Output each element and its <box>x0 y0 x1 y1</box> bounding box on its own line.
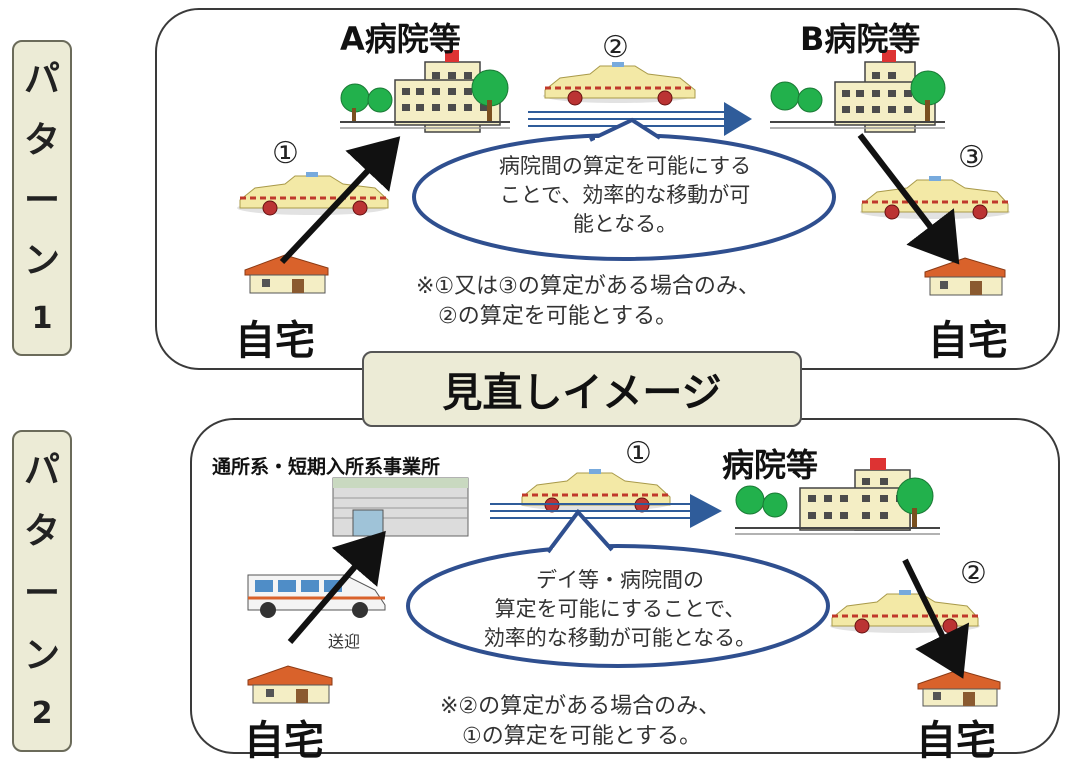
step-number: ① <box>625 436 652 471</box>
pattern2-tab-char: タ <box>23 511 60 553</box>
bubble-line: 病院間の算定を可能にする <box>498 154 752 178</box>
bubble-line: 効率的な移動が可能となる。 <box>483 626 757 650</box>
step-number: ① <box>272 136 299 171</box>
pattern2-tab-char: 2 <box>31 696 53 732</box>
hospital-b-label: B病院等 <box>800 20 921 58</box>
bubble-text: デイ等・病院間の 算定を可能にすることで、 効率的な移動が可能となる。 <box>430 566 810 653</box>
facility-icon <box>332 477 469 537</box>
pattern2-tab-char: ン <box>23 634 60 676</box>
speech-bubble <box>412 117 836 261</box>
bubble-line: 算定を可能にすることで、 <box>494 597 746 621</box>
home-icon <box>244 254 329 294</box>
condition-note: ※①又は③の算定がある場合のみ、 ②の算定を可能とする。 <box>416 272 760 332</box>
bubble-text: 病院間の算定を可能にする ことで、効率的な移動が可 能となる。 <box>440 152 810 239</box>
taxi-icon <box>860 176 1010 220</box>
hospital-a-label: A病院等 <box>340 20 461 58</box>
route-arrow <box>279 136 401 265</box>
note-line: ※②の算定がある場合のみ、 <box>440 694 721 719</box>
step-number: ③ <box>958 140 985 175</box>
route-arrow <box>857 133 960 265</box>
facility-label: 通所系・短期入所系事業所 <box>212 456 441 478</box>
pattern2-tab: パ タ ー ン 2 <box>12 430 72 752</box>
bubble-line: デイ等・病院間の <box>536 568 704 592</box>
bubble-line: ことで、効率的な移動が可 <box>499 183 751 207</box>
route-arrow <box>902 558 970 679</box>
pattern1-graphics <box>237 50 1010 296</box>
pattern1-tab-char: ン <box>23 240 60 282</box>
step-number: ② <box>960 556 987 591</box>
taxi-icon <box>237 172 389 216</box>
home-icon <box>924 257 1006 296</box>
pickup-label: 送迎 <box>328 632 361 651</box>
transfer-arrow <box>490 494 722 528</box>
taxi-icon <box>543 62 696 106</box>
home-label: 自宅 <box>916 718 996 764</box>
pattern1-tab-char: ー <box>23 179 60 221</box>
pattern2-tab-char: パ <box>23 449 60 491</box>
condition-note: ※②の算定がある場合のみ、 ①の算定を可能とする。 <box>440 692 720 752</box>
home-icon <box>917 669 1001 707</box>
taxi-icon <box>830 590 980 634</box>
home-label: 自宅 <box>928 318 1008 364</box>
pattern1-tab-char: タ <box>23 119 60 161</box>
pattern1-tab-char: 1 <box>31 300 53 336</box>
note-line: ※①又は③の算定がある場合のみ、 <box>416 274 760 299</box>
pattern1-tab: パ タ ー ン 1 <box>12 40 72 356</box>
step-number: ② <box>602 30 629 65</box>
pattern2-tab-char: ー <box>23 572 60 614</box>
note-line: ②の算定を可能とする。 <box>438 304 678 329</box>
taxi-icon <box>520 469 671 513</box>
pattern2-graphics <box>247 458 1001 707</box>
bubble-line: 能となる。 <box>572 212 678 236</box>
hospital-b-icon <box>770 50 946 133</box>
review-image-title: 見直しイメージ <box>362 351 802 427</box>
home-label: 自宅 <box>244 718 324 764</box>
home-icon <box>247 665 333 704</box>
hospital-icon <box>735 458 940 535</box>
home-label: 自宅 <box>235 318 315 364</box>
note-line: ①の算定を可能とする。 <box>462 724 702 749</box>
hospital-label: 病院等 <box>722 446 819 484</box>
pattern1-tab-char: パ <box>23 59 60 101</box>
hospital-a-icon <box>340 50 510 133</box>
speech-bubble <box>406 508 830 668</box>
route-arrow <box>287 530 386 644</box>
